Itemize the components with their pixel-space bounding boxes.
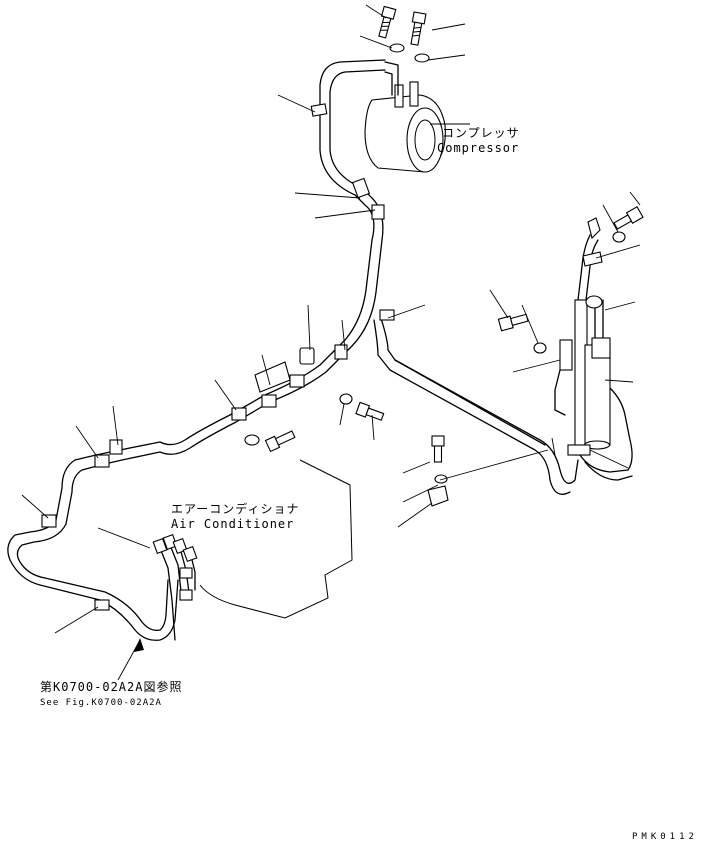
reference-label-jp: 第K0700-02A2A図参照: [40, 680, 183, 694]
compressor-label-jp: コンプレッサ: [442, 126, 520, 140]
aircon-label-jp: エアーコンディショナ: [171, 502, 300, 516]
leader-lines: [21, 4, 641, 634]
drier-fasteners: [497, 206, 644, 354]
hose-clamps: [41, 103, 395, 611]
drawing-code: PMK0112: [632, 832, 698, 841]
air-conditioner-outline: [199, 459, 353, 619]
reference-arrow: [117, 638, 144, 681]
compressor-bolts: [378, 5, 430, 63]
refrigerant-hose-left: [7, 59, 386, 641]
bracket-fasteners: [244, 393, 449, 507]
compressor: [364, 61, 446, 173]
aircon-fittings: [152, 533, 198, 601]
receiver-drier: [554, 295, 611, 456]
compressor-label-en: Compressor: [437, 141, 520, 155]
aircon-label-en: Air Conditioner: [171, 517, 295, 531]
reference-label-en: See Fig.K0700-02A2A: [40, 698, 162, 708]
